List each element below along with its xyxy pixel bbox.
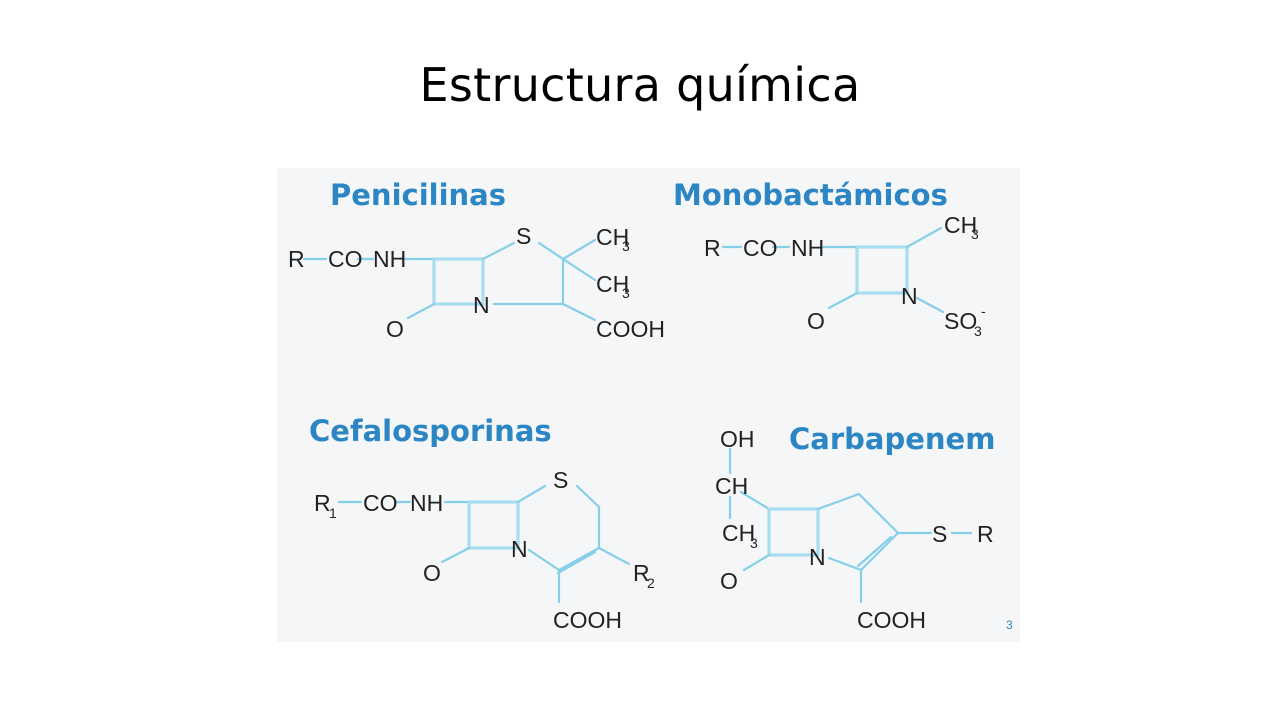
atom-ch3: CH (722, 520, 755, 546)
chemical-structures-figure: Penicilinas R CO NH S CH 3 CH 3 N O COOH… (277, 168, 1020, 642)
atom-ch3-top-sub: 3 (622, 238, 630, 254)
atom-ch3: CH (944, 212, 977, 238)
pyrroline-ring (816, 492, 900, 572)
penicilinas-title: Penicilinas (330, 178, 506, 212)
cefalosporinas-title: Cefalosporinas (309, 414, 552, 448)
bond-cooh (561, 302, 597, 322)
atom-cooh: COOH (553, 607, 622, 633)
bond-r2 (597, 546, 631, 566)
atom-o: O (423, 560, 441, 586)
atom-r: R (977, 521, 994, 547)
double-bond (856, 535, 893, 568)
atom-nh: NH (410, 490, 443, 516)
atom-co: CO (363, 490, 398, 516)
bond-carbonyl (827, 291, 859, 310)
atom-ch3-top: CH (596, 224, 629, 250)
atom-oh: OH (720, 426, 755, 452)
monobactamicos-structure: Monobactámicos R CO NH CH 3 N O SO 3 - (673, 178, 986, 339)
atom-n: N (511, 536, 528, 562)
atom-o: O (386, 316, 404, 342)
double-bond (556, 550, 597, 575)
monobactamicos-title: Monobactámicos (673, 178, 948, 212)
atom-o: O (720, 568, 738, 594)
carbapenem-title: Carbapenem (789, 422, 995, 456)
bond-carbonyl (440, 546, 471, 564)
slide-title: Estructura química (419, 58, 861, 112)
bond-methyl (905, 226, 943, 249)
atom-s: S (553, 467, 568, 493)
atom-co: CO (328, 246, 363, 272)
carbapenem-structure: Carbapenem OH CH CH 3 N O S R COOH (715, 422, 995, 633)
atom-o: O (807, 308, 825, 334)
thiazolidine-ring (481, 241, 565, 306)
atom-n: N (473, 292, 490, 318)
atom-s: S (516, 223, 531, 249)
atom-ch3-bottom-sub: 3 (622, 285, 630, 301)
structures-svg: Penicilinas R CO NH S CH 3 CH 3 N O COOH… (288, 178, 1013, 633)
hydroxyethyl-chain (728, 447, 771, 520)
page-number: 3 (1006, 618, 1013, 632)
atom-so3: SO (944, 308, 977, 334)
atom-nh: NH (373, 246, 406, 272)
atom-r: R (288, 246, 305, 272)
atom-r1-sub: 1 (329, 505, 337, 521)
bond-dimethyl (561, 238, 597, 282)
atom-ch3-bottom: CH (596, 271, 629, 297)
atom-n: N (901, 283, 918, 309)
beta-lactam-ring (855, 245, 909, 295)
beta-lactam-ring (767, 507, 820, 557)
atom-cooh: COOH (857, 607, 926, 633)
beta-lactam-ring (432, 257, 485, 306)
bond-carbonyl (742, 553, 771, 572)
atom-cooh: COOH (596, 316, 665, 342)
atom-co: CO (743, 235, 778, 261)
atom-r2: R (633, 560, 650, 586)
atom-n: N (809, 544, 826, 570)
bond-carbonyl (406, 302, 436, 320)
atom-ch3-sub: 3 (971, 226, 979, 242)
atom-r1: R (314, 490, 331, 516)
beta-lactam-ring (467, 500, 520, 550)
atom-r2-sub: 2 (647, 575, 655, 591)
atom-s: S (932, 521, 947, 547)
atom-ch3-sub: 3 (750, 535, 758, 551)
atom-so3-charge: - (981, 303, 986, 319)
atom-ch: CH (715, 473, 748, 499)
atom-so3-sub: 3 (974, 323, 982, 339)
atom-r: R (704, 235, 721, 261)
atom-nh: NH (791, 235, 824, 261)
bond-sulfonate (915, 296, 945, 314)
penicilinas-structure: Penicilinas R CO NH S CH 3 CH 3 N O COOH (288, 178, 665, 342)
cefalosporinas-structure: Cefalosporinas R 1 CO NH S N O R 2 COOH (309, 414, 655, 633)
